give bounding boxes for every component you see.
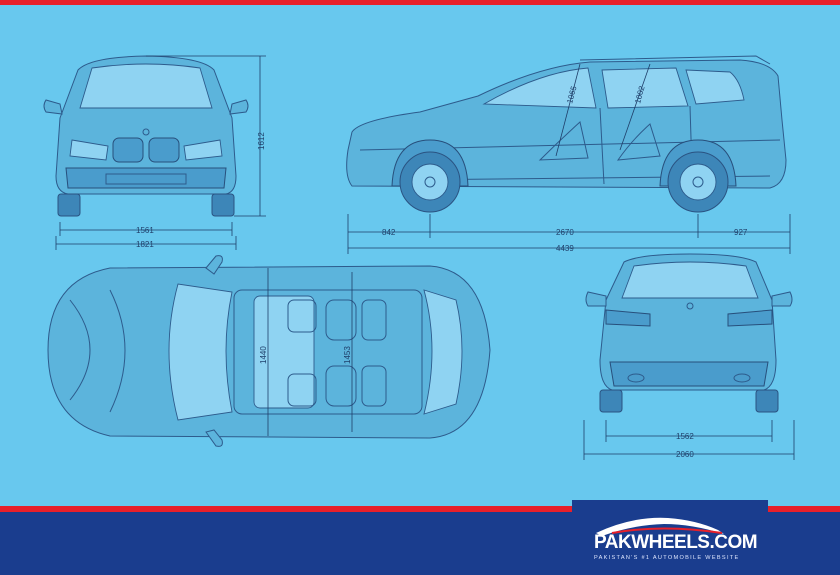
- bottom-red-stripe: [0, 506, 840, 512]
- dim-width-body: 1821: [136, 240, 154, 249]
- top-red-stripe: [0, 0, 840, 5]
- dim-wheelbase: 2670: [556, 228, 574, 237]
- car-swoosh-icon: [596, 517, 724, 536]
- pakwheels-logo: PAKWHEELS.COM PAKISTAN'S #1 AUTOMOBILE W…: [572, 500, 768, 575]
- dim-length: 4439: [556, 244, 574, 253]
- dim-rear-shoulder: 1453: [343, 346, 352, 364]
- front-view: [43, 55, 266, 250]
- dim-front-overhang: 842: [382, 228, 396, 237]
- dim-height: 1612: [257, 132, 266, 150]
- dim-front-track: 1561: [136, 226, 154, 235]
- logo-tagline: PAKISTAN'S #1 AUTOMOBILE WEBSITE: [594, 555, 740, 561]
- dim-rear-track: 1562: [676, 432, 694, 441]
- rear-view: [583, 253, 795, 460]
- top-view: [47, 255, 491, 447]
- side-view: [346, 55, 791, 254]
- dim-rear-overhang: 927: [734, 228, 748, 237]
- dim-front-shoulder: 1440: [259, 346, 268, 364]
- logo-wordmark: PAKWHEELS.COM: [594, 532, 758, 553]
- dim-width-mirrors: 2060: [676, 450, 694, 459]
